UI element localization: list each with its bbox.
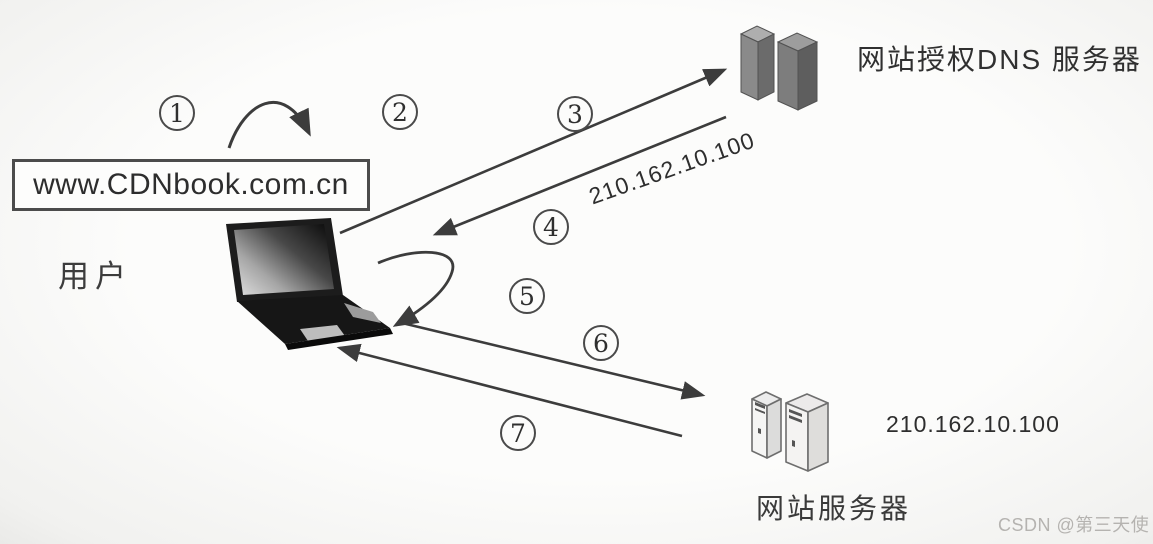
arrow-response-webserver-to-laptop — [336, 343, 683, 438]
step-circle-7: 7 — [500, 415, 536, 451]
csdn-watermark: CSDN @第三天使 — [998, 515, 1150, 535]
domain-query-text: www.CDNbook.com.cn — [33, 168, 349, 201]
user-label: 用户 — [58, 259, 132, 294]
arrow-response-dns-to-laptop — [432, 115, 727, 236]
arrow-request-laptop-to-webserver — [401, 321, 706, 400]
server-towers-light-icon — [751, 391, 829, 472]
step-circle-1: 1 — [159, 95, 195, 131]
step-circle-2: 2 — [382, 94, 418, 130]
arrow-step5-loop-at-laptop — [377, 250, 455, 327]
dns-server-label: 网站授权DNS 服务器 — [857, 44, 1142, 75]
laptop-icon — [226, 218, 393, 350]
step-circle-5: 5 — [509, 278, 545, 314]
web-server-ip-label: 210.162.10.100 — [886, 411, 1060, 437]
step-circle-6: 6 — [583, 325, 619, 361]
web-server-label: 网站服务器 — [756, 493, 912, 524]
arrow-query-laptop-to-dns — [339, 68, 728, 235]
arrow-step1-into-browser-box — [227, 101, 311, 149]
step-circle-3: 3 — [557, 96, 593, 132]
server-towers-dark-icon — [739, 25, 819, 111]
domain-query-box: www.CDNbook.com.cn — [12, 159, 370, 211]
step-circle-4: 4 — [533, 209, 569, 245]
server-drive-bays — [755, 402, 802, 447]
